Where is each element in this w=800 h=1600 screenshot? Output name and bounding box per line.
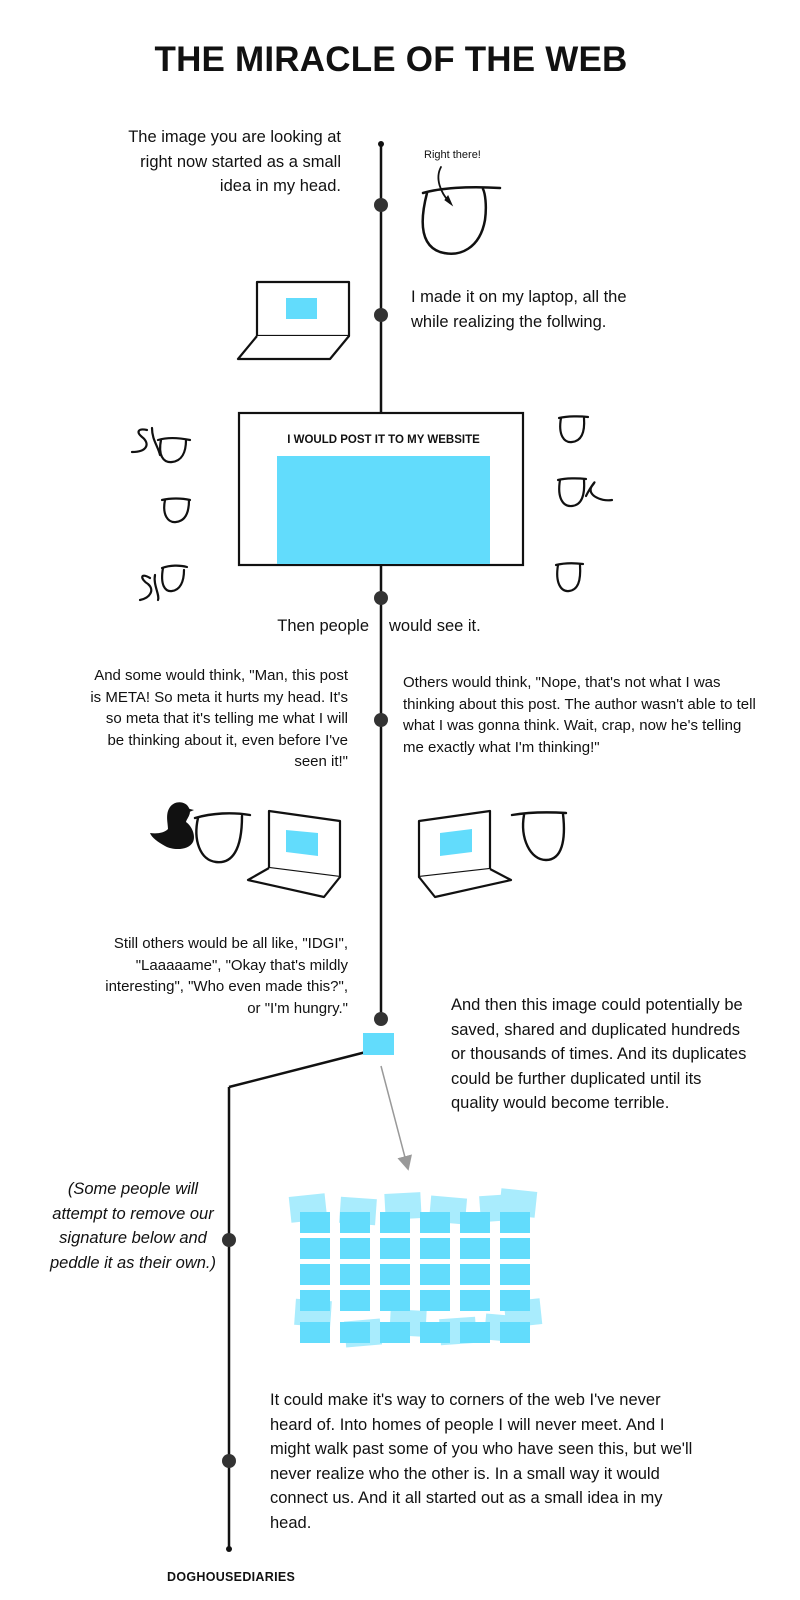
head-icon — [510, 811, 568, 862]
caption-idea: The image you are looking at right now s… — [128, 128, 341, 195]
duplicate-copy — [420, 1322, 450, 1343]
signature: DOGHOUSEDIARIES — [167, 1570, 296, 1584]
timeline-dot — [222, 1454, 236, 1468]
duplicate-copy — [500, 1212, 530, 1233]
duplicate-copy — [500, 1322, 530, 1343]
laptop-icon — [417, 809, 513, 899]
duplicate-copy — [420, 1290, 450, 1311]
website-header-label: I WOULD POST IT TO MY WEBSITE — [287, 434, 480, 446]
duplicate-copy — [300, 1322, 330, 1343]
duplication-arrow — [380, 1065, 412, 1171]
head-icon — [193, 812, 252, 864]
duck-icon — [150, 802, 195, 850]
timeline-start-dot — [378, 141, 384, 147]
duplicate-copy — [380, 1290, 410, 1311]
timeline-dot — [374, 308, 388, 322]
duplicate-copy — [460, 1290, 490, 1311]
duplicate-copy — [380, 1322, 410, 1343]
branch-timeline — [227, 1050, 367, 1549]
timeline-dot — [374, 1012, 388, 1026]
caption-nope: Others would think, "Nope, that's not wh… — [403, 674, 756, 756]
duplicate-copy — [500, 1238, 530, 1259]
duplicate-copy — [340, 1212, 370, 1233]
caption-people-right: would see it. — [389, 617, 481, 635]
duplicate-copy — [300, 1264, 330, 1285]
duplicate-copy — [500, 1290, 530, 1311]
caption-shared: And then this image could potentially be… — [451, 996, 747, 1112]
duplicate-copy — [460, 1212, 490, 1233]
timeline-dot — [222, 1233, 236, 1247]
laptop-icon — [236, 280, 351, 361]
duplicate-copy — [340, 1238, 370, 1259]
duplicate-copy — [300, 1238, 330, 1259]
duplicate-faded — [498, 1188, 538, 1218]
right-there-label: Right there! — [424, 149, 481, 161]
duplicate-copy — [340, 1322, 370, 1343]
timeline-dot — [374, 713, 388, 727]
duplicate-copy — [380, 1264, 410, 1285]
head-icon — [421, 166, 502, 255]
duplicate-copy — [420, 1264, 450, 1285]
page-title: THE MIRACLE OF THE WEB — [154, 40, 628, 79]
viewer-heads — [130, 415, 614, 602]
timeline-dot — [374, 198, 388, 212]
laptop-icon — [246, 809, 342, 899]
duplicate-copy — [420, 1212, 450, 1233]
duplicate-copy — [460, 1264, 490, 1285]
duplicate-copy — [420, 1238, 450, 1259]
caption-people-left: Then people — [277, 617, 369, 635]
duplicate-copy — [380, 1212, 410, 1233]
image-copy-icon — [363, 1033, 394, 1055]
duplicate-copy — [500, 1264, 530, 1285]
duplicate-copy — [340, 1264, 370, 1285]
duplicate-copy — [300, 1290, 330, 1311]
timeline-end-dot — [226, 1546, 232, 1552]
caption-connect: It could make it's way to corners of the… — [270, 1391, 693, 1532]
caption-laptop: I made it on my laptop, all the while re… — [411, 288, 627, 331]
timeline-dot — [374, 591, 388, 605]
website-window-icon — [237, 411, 525, 567]
caption-others: Still others would be all like, "IDGI", … — [105, 935, 348, 1017]
duplicate-copy — [340, 1290, 370, 1311]
duplicates-cluster-icon — [288, 1188, 543, 1348]
caption-meta: And some would think, "Man, this post is… — [90, 667, 348, 770]
duplicate-copy — [380, 1238, 410, 1259]
duplicate-copy — [460, 1238, 490, 1259]
caption-signature: (Some people will attempt to remove our … — [49, 1180, 216, 1272]
duplicate-copy — [300, 1212, 330, 1233]
duplicate-copy — [460, 1322, 490, 1343]
